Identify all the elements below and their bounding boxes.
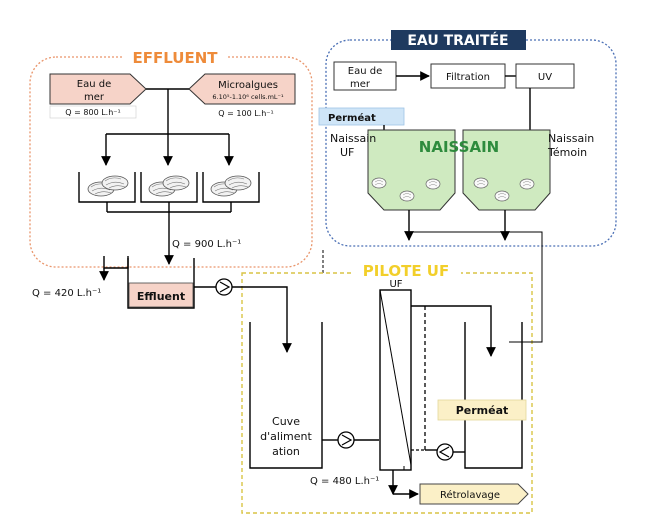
seed-oyster-icon [473, 177, 489, 189]
filtration-box [430, 63, 506, 89]
uv-box [515, 63, 575, 89]
naissain-tank-temoin [462, 129, 551, 211]
effluent-title-bg [124, 48, 226, 67]
pump-icon-arrow [341, 434, 353, 446]
retrolavage-label: Rétrolavage [440, 489, 500, 501]
treated-seawater-label-1: Eau de [348, 66, 382, 77]
naissain-tank-uf [367, 129, 456, 211]
uf-module-label: UF [389, 279, 402, 290]
feed-flow: Q = 480 L.h⁻¹ [310, 476, 379, 487]
oyster-tank-3 [202, 172, 260, 203]
oyster-tank-1 [78, 172, 136, 203]
effluent-seawater-label-2: mer [84, 92, 105, 103]
feed-tank-walls [249, 322, 323, 469]
combined-flow: Q = 900 L.h⁻¹ [172, 239, 241, 250]
seed-oyster-icon [519, 178, 535, 190]
effluent-seawater-flow: Q = 800 L.h⁻¹ [65, 108, 120, 117]
seed-oyster-icon [494, 190, 510, 202]
naissain-temoin-label-1: Naissain [548, 132, 594, 145]
effluent-tank-label: Effluent [137, 290, 185, 303]
pilote-uf-title-bg [351, 262, 461, 281]
effluent-section: EFFLUENT Eau de mer Q = 800 L.h⁻¹ Microa… [29, 48, 313, 268]
naissain-temoin-label-2: Témoin [547, 146, 587, 159]
seed-oyster-icon [399, 190, 415, 202]
naissain-uf-label-1: Naissain [330, 132, 376, 145]
permeat-inlet-label-box [318, 107, 405, 126]
naissain-title: NAISSAIN [419, 138, 499, 156]
treated-seawater-box [333, 61, 397, 91]
filtration-label: Filtration [446, 72, 490, 83]
microalgae-flow: Q = 100 L.h⁻¹ [218, 109, 273, 118]
naissain-uf-label-2: UF [340, 146, 354, 159]
effluent-seawater-flow-box [49, 105, 137, 119]
microalgae-concentration: 6.10⁵-1.10⁶ cells.mL⁻¹ [212, 93, 284, 101]
eau-traitee-title: EAU TRAITÉE [407, 32, 508, 49]
permeat-export-line [409, 231, 543, 343]
permeat-inlet-label: Perméat [328, 112, 376, 124]
uv-label: UV [538, 72, 552, 83]
eau-traitee-title-bg [391, 30, 526, 50]
effluent-seawater-label-1: Eau de [77, 79, 111, 90]
microalgae-label: Microalgues [218, 80, 278, 91]
permeat-tank-tag [437, 399, 527, 421]
uf-membrane-line [379, 289, 412, 466]
pump-icon-arrow [219, 281, 231, 293]
overflow-flow: Q = 420 L.h⁻¹ [32, 288, 101, 299]
effluent-tank-walls [127, 258, 195, 309]
permeat-line [411, 305, 496, 357]
effluent-title: EFFLUENT [133, 49, 219, 67]
pilote-uf-border [241, 272, 533, 514]
seed-oyster-icon [425, 178, 441, 190]
treated-seawater-label-2: mer [350, 79, 371, 90]
overflow-collector [103, 256, 129, 269]
effluent-tank [128, 282, 194, 308]
permeat-tank-label: Perméat [456, 404, 509, 417]
retrolavage-box [419, 483, 529, 505]
oyster-icon [101, 175, 129, 191]
microalgae-source [188, 73, 296, 105]
pilote-uf-section: PILOTE UF Q = 420 L.h⁻¹ Effluent Cuve d'… [32, 231, 543, 514]
oyster-icon [224, 175, 252, 191]
eau-traitee-section: EAU TRAITÉE Eau de mer Filtration UV Per… [318, 30, 617, 247]
pump-icon-arrow [438, 446, 450, 458]
oyster-icon [162, 175, 190, 191]
feed-tank-label-2: d'aliment [260, 430, 312, 443]
permeat-tank-walls [464, 322, 523, 469]
feed-tank-label-1: Cuve [272, 415, 300, 428]
effluent-seawater-source [49, 73, 147, 105]
effluent-border [29, 56, 313, 268]
pilote-uf-title: PILOTE UF [363, 262, 449, 280]
oyster-tank-2 [140, 172, 198, 203]
feed-tank-label-3: ation [272, 445, 300, 458]
seed-oyster-icon [371, 177, 387, 189]
effluent-to-cuve-arrow [232, 286, 292, 353]
